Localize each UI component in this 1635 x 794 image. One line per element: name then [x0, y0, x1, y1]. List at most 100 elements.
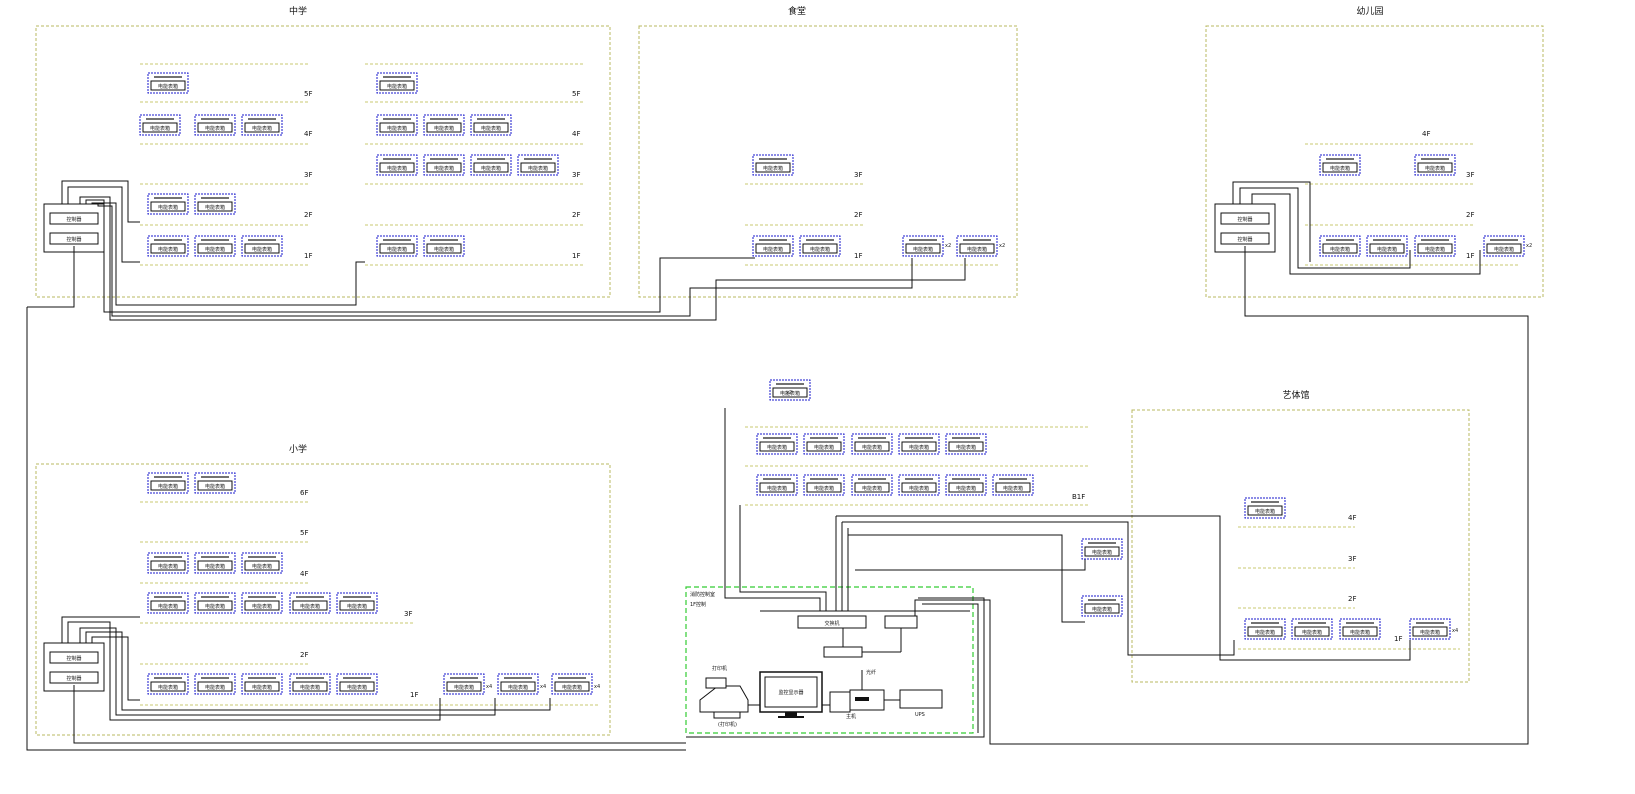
- meter-box: 电能表箱: [756, 474, 798, 496]
- meter-box: 电能表箱: [470, 154, 512, 176]
- meter-caption: 电能表箱: [252, 563, 272, 570]
- monitor-text: 监控显示器: [778, 689, 803, 696]
- meter-box: 电能表箱: [147, 472, 189, 494]
- controller-label: 控制器: [66, 236, 81, 243]
- zone-kindergarten: 幼儿园 4F 3F 2F 1F 控制器 控制器: [1205, 5, 1544, 298]
- meter-box: 电能表箱: [376, 235, 418, 257]
- floor-label: 1F: [410, 691, 418, 699]
- zone-canteen: 食堂 3F 2F 1F: [638, 5, 1018, 298]
- meter-box: 电能表箱: [1339, 618, 1381, 640]
- controller-module: [1220, 212, 1270, 225]
- meter-caption: 电能表箱: [300, 684, 320, 691]
- zone-middle-school-border: [35, 25, 611, 298]
- multiplier-mark: x4: [1452, 628, 1458, 634]
- meter-caption: 电能表箱: [862, 485, 882, 492]
- floor-lines-middle: [140, 63, 585, 266]
- floor-label: 3F: [304, 171, 312, 179]
- meter-caption: 电能表箱: [913, 246, 933, 253]
- controller-cabinet: [43, 203, 105, 253]
- floor-label: 2F: [1348, 595, 1356, 603]
- meter-caption: 电能表箱: [158, 684, 178, 691]
- host-label: 主机: [846, 713, 856, 720]
- meter-caption: 电能表箱: [1425, 246, 1445, 253]
- switch-box: [797, 615, 867, 629]
- zone-gym-border: [1131, 409, 1470, 683]
- meter-box: 电能表箱: [194, 552, 236, 574]
- meter-box: 电能表箱: [289, 673, 331, 695]
- controller-module: [49, 651, 99, 664]
- meter-box: 电能表箱: [752, 235, 794, 257]
- meter-caption: 电能表箱: [967, 246, 987, 253]
- meter-caption: 电能表箱: [956, 444, 976, 451]
- floor-label: 1F: [572, 252, 580, 260]
- meter-box: 电能表箱: [1319, 235, 1361, 257]
- meter-box: 电能表箱: [241, 592, 283, 614]
- meter-caption: 电能表箱: [387, 246, 407, 253]
- meter-box: 电能表箱: [756, 433, 798, 455]
- meter-box: 电能表箱: [241, 235, 283, 257]
- floor-label: 4F: [1348, 514, 1356, 522]
- meter-box: 电能表箱: [752, 154, 794, 176]
- meter-box: 电能表箱: [147, 193, 189, 215]
- printer-label: 打印机: [712, 665, 727, 672]
- switch-box: [823, 646, 863, 658]
- meter-caption: 电能表箱: [150, 125, 170, 132]
- meter-caption: 电能表箱: [1420, 629, 1440, 636]
- fire-control-room: 消防控制室 1F控制 交换机 光纤 打印机 (打印机): [685, 586, 974, 734]
- multiplier-mark: x4: [540, 684, 546, 690]
- floor-label: 5F: [300, 529, 308, 537]
- meter-box: 电能表箱: [376, 114, 418, 136]
- zone-primary-school-border: [35, 463, 611, 736]
- meter-box: 电能表箱: [194, 592, 236, 614]
- meter-box: 电能表箱: [803, 474, 845, 496]
- meter-caption: 电能表箱: [454, 684, 474, 691]
- meter-caption: 电能表箱: [909, 444, 929, 451]
- meter-box: 电能表箱: [194, 673, 236, 695]
- zone-kindergarten-title: 幼儿园: [1356, 5, 1383, 17]
- meter-caption: 电能表箱: [1330, 246, 1350, 253]
- zone-middle-school: 中学 5F 4F 3F 2F 1F 5F 4F 3F 2F 1F 控制器 控制器: [35, 5, 611, 298]
- floor-label: 3F: [404, 610, 412, 618]
- meter-box: 电能表箱: [1409, 618, 1451, 640]
- meter-box: 电能表箱: [992, 474, 1034, 496]
- device-boxes: 电能表箱电能表箱电能表箱电能表箱电能表箱电能表箱电能表箱电能表箱电能表箱电能表箱…: [139, 72, 1532, 695]
- meter-caption: 电能表箱: [158, 204, 178, 211]
- meter-caption: 电能表箱: [434, 165, 454, 172]
- control-room-border: [685, 586, 974, 734]
- meter-box: 电能表箱: [1483, 235, 1525, 257]
- meter-caption: 电能表箱: [434, 246, 454, 253]
- zone-canteen-border: [638, 25, 1018, 298]
- meter-box: 电能表箱: [1414, 154, 1456, 176]
- meter-box: 电能表箱: [902, 235, 944, 257]
- wiring: [26, 180, 1529, 751]
- floor-label: 2F: [300, 651, 308, 659]
- meter-box: 电能表箱: [289, 592, 331, 614]
- meter-box: 电能表箱: [241, 552, 283, 574]
- meter-caption: 电能表箱: [252, 684, 272, 691]
- multiplier-mark: x4: [594, 684, 600, 690]
- meter-box: 电能表箱: [851, 433, 893, 455]
- floor-lines-central: [745, 426, 1090, 506]
- floor-labels-middle: 5F 4F 3F 2F 1F 5F 4F 3F 2F 1F: [304, 90, 580, 260]
- meter-caption: 电能表箱: [158, 483, 178, 490]
- meter-box: 电能表箱: [1081, 595, 1123, 617]
- multiplier-mark: x2: [999, 243, 1005, 249]
- meter-box: 电能表箱: [147, 552, 189, 574]
- meter-caption: 电能表箱: [205, 204, 225, 211]
- printer-icon: [699, 677, 749, 719]
- controller-label: 控制器: [1237, 236, 1252, 243]
- meter-caption: 电能表箱: [347, 603, 367, 610]
- meter-box: 电能表箱: [799, 235, 841, 257]
- ups-label: UPS: [915, 712, 925, 718]
- floor-label: 5F: [572, 90, 580, 98]
- meter-box: 电能表箱: [194, 114, 236, 136]
- meter-caption: 电能表箱: [347, 684, 367, 691]
- meter-box: 电能表箱: [423, 235, 465, 257]
- controller-module: [1220, 232, 1270, 245]
- control-room-title: 消防控制室: [690, 591, 715, 598]
- meter-caption: 电能表箱: [205, 603, 225, 610]
- meter-caption: 电能表箱: [780, 390, 800, 397]
- meter-caption: 电能表箱: [434, 125, 454, 132]
- zone-gym: 艺体馆 4F 3F 2F 1F: [1131, 389, 1470, 683]
